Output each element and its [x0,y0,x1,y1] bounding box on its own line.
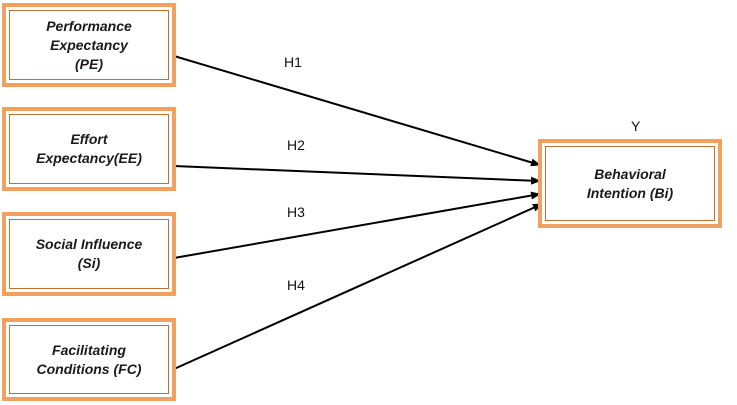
outcome-marker-y: Y [631,118,641,134]
construct-box-si: Social Influence (Si) [2,212,176,296]
construct-box-fc: Facilitating Conditions (FC) [2,318,176,401]
hypothesis-label-h3: H3 [287,204,305,220]
arrow-h2 [173,165,541,185]
construct-label-fc: Facilitating Conditions (FC) [36,341,142,377]
construct-box-pe: Performance Expectancy (PE) [2,3,176,87]
construct-label-pe: Performance Expectancy (PE) [46,17,132,72]
arrow-h3 [173,191,541,259]
hypothesis-label-h2: H2 [287,137,305,153]
outcome-box-bi: Behavioral Intention (Bi) [538,139,722,228]
hypothesis-label-h4: H4 [287,277,305,293]
construct-label-si: Social Influence (Si) [35,236,143,271]
construct-label-ee: Effort Expectancy(EE) [36,131,142,166]
outcome-label-bi: Behavioral Intention (Bi) [586,165,674,201]
hypothesis-label-h1: H1 [284,54,302,70]
arrow-h1 [173,55,541,167]
construct-box-ee: Effort Expectancy(EE) [2,107,176,191]
arrow-h4 [173,203,543,370]
